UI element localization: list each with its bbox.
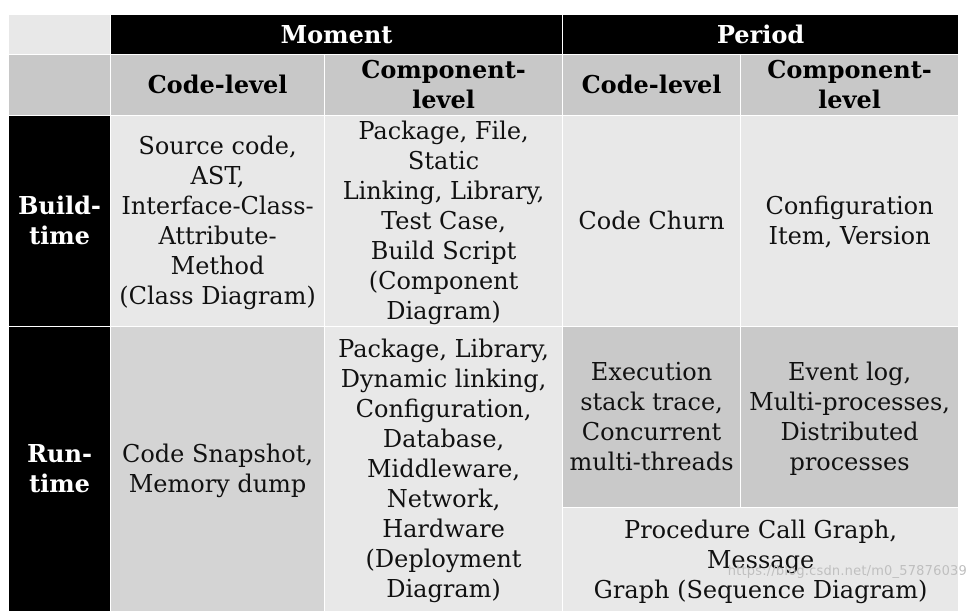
moment-header: Moment xyxy=(110,14,563,55)
header-row-1: Moment Period xyxy=(8,14,960,55)
header-row-2: Code-level Component-level Code-level Co… xyxy=(8,54,960,116)
moment-component-level-header: Component-level xyxy=(324,54,563,116)
period-header: Period xyxy=(561,14,960,55)
watermark-text: https://blog.csdn.net/m0_57876039 xyxy=(727,564,967,579)
period-code-level-header: Code-level xyxy=(562,54,741,116)
build-time-period-component-cell: Configuration Item, Version xyxy=(739,115,960,327)
moment-code-level-header: Code-level xyxy=(110,54,325,116)
build-time-moment-component-cell: Package, File, Static Linking, Library, … xyxy=(324,115,563,327)
taxonomy-table-container: Moment Period Code-level Component-level… xyxy=(8,14,960,612)
build-time-moment-code-cell: Source code, AST, Interface-Class- Attri… xyxy=(110,115,325,327)
run-time-period-component-cell: Event log, Multi-processes, Distributed … xyxy=(739,326,960,508)
build-time-label: Build- time xyxy=(8,115,111,327)
run-time-period-shared-cell: Procedure Call Graph, Message Graph (Seq… xyxy=(561,507,960,612)
run-time-moment-component-cell: Package, Library, Dynamic linking, Confi… xyxy=(324,326,563,612)
run-time-label: Run- time xyxy=(8,326,111,612)
build-time-row: Build- time Source code, AST, Interface-… xyxy=(8,115,960,327)
period-component-level-header: Component-level xyxy=(739,54,960,116)
run-time-moment-code-cell: Code Snapshot, Memory dump xyxy=(110,326,325,612)
run-time-row: Run- time Code Snapshot, Memory dump Pac… xyxy=(8,326,960,612)
header-blank-second xyxy=(8,54,111,116)
build-time-period-code-cell: Code Churn xyxy=(562,115,741,327)
header-blank-top xyxy=(8,14,111,55)
taxonomy-table: Moment Period Code-level Component-level… xyxy=(8,14,960,612)
run-time-period-code-cell: Execution stack trace, Concurrent multi-… xyxy=(562,326,741,508)
